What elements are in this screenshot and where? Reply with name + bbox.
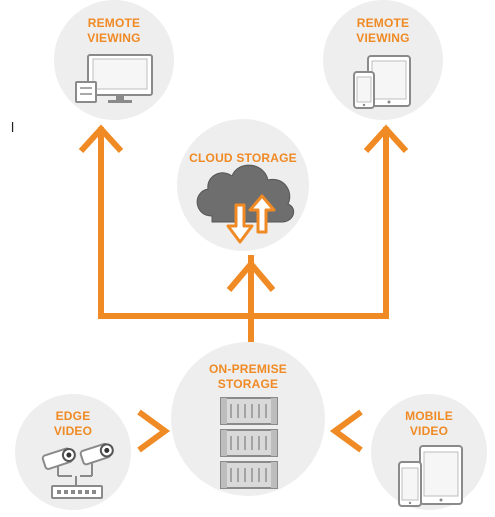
mobile-video-label: MOBILE VIDEO [399, 409, 459, 439]
cloud-storage-label-text: CLOUD STORAGE [189, 151, 297, 165]
connector-right [251, 127, 389, 319]
cloud-upload-download-icon [196, 164, 295, 244]
connector-left [98, 127, 254, 342]
desktop-monitor-icon [75, 54, 153, 103]
arrowhead-mobile-left [329, 409, 363, 453]
arrowhead-left-up [78, 124, 124, 154]
remote-viewing-left-label-line1: REMOTE [87, 16, 141, 30]
tablet-phone-icon-bottom [398, 445, 463, 507]
on-premise-storage-label: ON-PREMISE STORAGE [203, 362, 293, 392]
tablet-phone-icon-top [353, 55, 411, 109]
remote-viewing-right-label-line1: REMOTE [356, 16, 410, 30]
on-premise-storage-label-line1: ON-PREMISE [208, 362, 287, 376]
remote-viewing-right-label-line2: VIEWING [356, 31, 410, 45]
edge-video-label-line1: EDGE [55, 409, 91, 423]
remote-viewing-right-label: REMOTE VIEWING [343, 16, 423, 46]
remote-viewing-left-label: REMOTE VIEWING [74, 16, 154, 46]
mobile-video-label-line2: VIDEO [409, 424, 449, 438]
security-camera-icon [41, 442, 114, 499]
edge-video-label-line2: VIDEO [53, 424, 93, 438]
remote-viewing-left-label-line2: VIEWING [87, 31, 141, 45]
stray-character: l [11, 119, 15, 135]
on-premise-storage-label-line2: STORAGE [217, 377, 279, 391]
arrowhead-cloud-up [226, 259, 276, 292]
server-rack-icon [220, 397, 278, 489]
cloud-storage-label: CLOUD STORAGE [188, 151, 298, 166]
edge-video-label: EDGE VIDEO [43, 409, 103, 439]
arrowhead-right-up [363, 124, 409, 154]
mobile-video-label-line1: MOBILE [405, 409, 453, 423]
arrowhead-edge-right [137, 409, 171, 453]
